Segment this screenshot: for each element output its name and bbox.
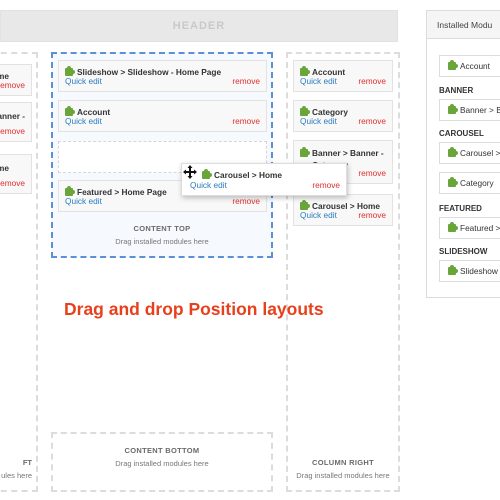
module-card[interactable]: Account Quick edit remove	[293, 60, 393, 92]
module-title: Account	[300, 66, 345, 77]
module-card[interactable]: Featured > Home Page Quick edit remove	[58, 180, 267, 212]
remove-link[interactable]: remove	[358, 76, 386, 86]
remove-link[interactable]: remove	[232, 116, 260, 126]
puzzle-icon	[300, 66, 310, 76]
remove-link[interactable]: remove	[0, 80, 25, 90]
content-bottom-zone[interactable]: CONTENT BOTTOM Drag installed modules he…	[51, 432, 273, 492]
installed-modules-panel: Installed Modu Account BANNER Banner > B…	[426, 10, 500, 298]
column-left[interactable]: Home remove Banner - remove Home remove …	[0, 52, 38, 492]
headline: Drag and drop Position layouts	[64, 299, 324, 319]
puzzle-icon	[300, 147, 310, 157]
installed-module-item[interactable]: Banner > B	[439, 99, 500, 121]
puzzle-icon	[448, 222, 458, 232]
puzzle-icon	[202, 169, 212, 179]
quick-edit-link[interactable]: Quick edit	[190, 180, 227, 190]
move-cursor-icon	[183, 165, 197, 179]
puzzle-icon	[448, 265, 458, 275]
module-title: Category	[300, 106, 348, 117]
module-card[interactable]: Carousel > Home Quick edit remove	[293, 194, 393, 226]
module-card[interactable]: Home remove	[0, 154, 32, 194]
module-group-title: FEATURED	[439, 204, 482, 213]
module-group-title: CAROUSEL	[439, 129, 484, 138]
column-left-caption: FT ules here	[0, 458, 32, 480]
remove-link[interactable]: remove	[0, 126, 25, 136]
quick-edit-link[interactable]: Quick edit	[65, 196, 102, 206]
caption-title: COLUMN RIGHT	[312, 458, 374, 467]
module-title: Carousel > Home	[300, 200, 380, 211]
caption-title: CONTENT TOP	[133, 224, 191, 233]
remove-link[interactable]: remove	[232, 196, 260, 206]
caption-text: Drag installed modules here	[115, 237, 209, 246]
module-card[interactable]: Slideshow > Slideshow - Home Page Quick …	[58, 60, 267, 92]
puzzle-icon	[65, 186, 75, 196]
puzzle-icon	[300, 106, 310, 116]
remove-link[interactable]: remove	[358, 116, 386, 126]
caption-text: Drag installed modules here	[115, 459, 209, 468]
installed-module-item[interactable]: Slideshow > S	[439, 260, 500, 282]
column-right-caption: COLUMN RIGHT Drag installed modules here	[288, 458, 398, 480]
module-title: Account	[65, 106, 110, 117]
remove-link[interactable]: remove	[358, 168, 386, 178]
quick-edit-link[interactable]: Quick edit	[65, 116, 102, 126]
module-title: Home	[0, 71, 9, 81]
puzzle-icon	[65, 106, 75, 116]
installed-module-item[interactable]: Account	[439, 55, 500, 77]
content-top-zone[interactable]: Slideshow > Slideshow - Home Page Quick …	[51, 52, 273, 258]
module-title: Carousel > Home	[202, 169, 282, 180]
installed-module-item[interactable]: Featured > H	[439, 217, 500, 239]
module-title: Home	[0, 163, 9, 173]
module-card[interactable]: Home remove	[0, 64, 32, 96]
quick-edit-link[interactable]: Quick edit	[300, 210, 337, 220]
header-label: HEADER	[172, 20, 226, 32]
panel-title: Installed Modu	[427, 11, 500, 39]
module-card[interactable]: Account Quick edit remove	[58, 100, 267, 132]
module-title: Featured > Home Page	[65, 186, 167, 197]
remove-link[interactable]: remove	[358, 210, 386, 220]
caption-text: ules here	[1, 471, 32, 480]
puzzle-icon	[448, 147, 458, 157]
caption-title: CONTENT BOTTOM	[124, 446, 200, 455]
quick-edit-link[interactable]: Quick edit	[300, 76, 337, 86]
installed-module-item[interactable]: Carousel > H	[439, 142, 500, 164]
installed-module-item[interactable]: Category	[439, 172, 500, 194]
caption-text: Drag installed modules here	[296, 471, 390, 480]
puzzle-icon	[448, 60, 458, 70]
dragging-module-card[interactable]: Carousel > Home Quick edit remove	[181, 163, 347, 196]
caption-title: FT	[22, 458, 32, 467]
puzzle-icon	[65, 66, 75, 76]
module-card[interactable]: Banner - remove	[0, 102, 32, 142]
quick-edit-link[interactable]: Quick edit	[300, 116, 337, 126]
remove-link[interactable]: remove	[232, 76, 260, 86]
column-right-zone[interactable]: Account Quick edit remove Category Quick…	[286, 52, 400, 492]
module-card[interactable]: Category Quick edit remove	[293, 100, 393, 132]
header-position: HEADER	[0, 10, 398, 42]
puzzle-icon	[300, 200, 310, 210]
module-group-title: BANNER	[439, 86, 474, 95]
remove-link[interactable]: remove	[0, 178, 25, 188]
content-bottom-caption: CONTENT BOTTOM Drag installed modules he…	[53, 446, 271, 468]
puzzle-icon	[448, 104, 458, 114]
remove-link[interactable]: remove	[312, 180, 340, 190]
module-group-title: SLIDESHOW	[439, 247, 488, 256]
module-title: Banner -	[0, 111, 25, 121]
content-top-caption: CONTENT TOP Drag installed modules here	[53, 224, 271, 246]
puzzle-icon	[448, 177, 458, 187]
module-title: Slideshow > Slideshow - Home Page	[65, 66, 221, 77]
quick-edit-link[interactable]: Quick edit	[65, 76, 102, 86]
